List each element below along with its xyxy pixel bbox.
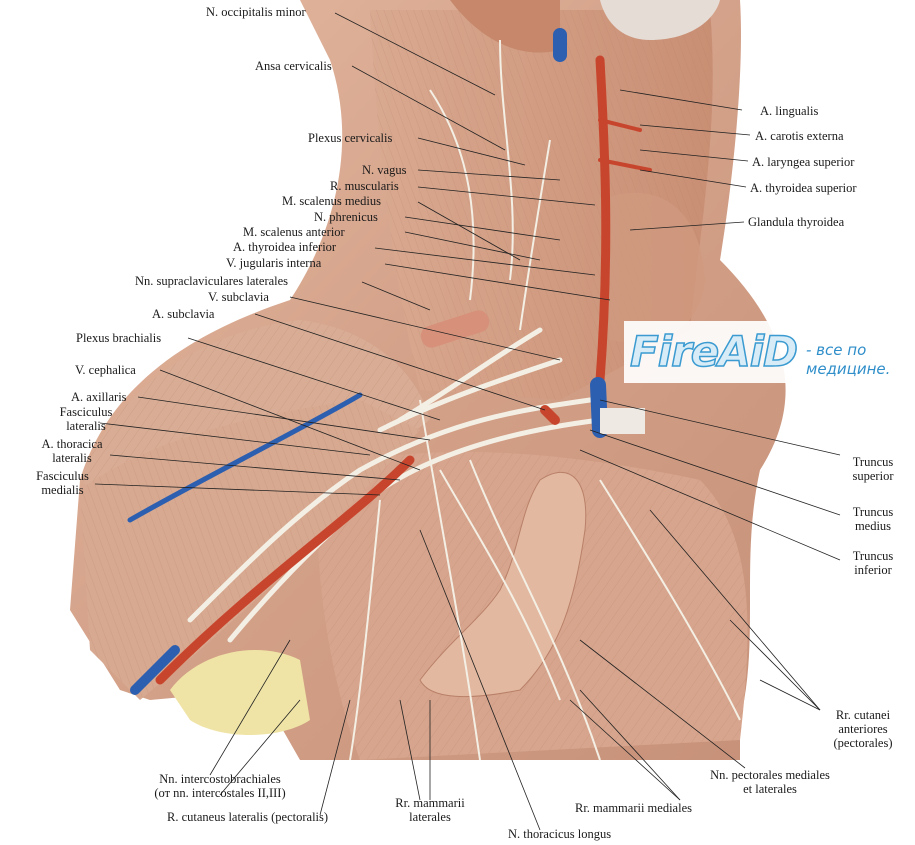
label-n-phrenicus: N. phrenicus (314, 210, 378, 224)
label-rr-mammarii-laterales: Rr. mammarii laterales (380, 796, 480, 824)
label-truncus-inferior-line2: inferior (854, 563, 892, 577)
label-truncus-medius: Truncus medius (838, 505, 908, 533)
label-truncus-inferior: Truncus inferior (838, 549, 908, 577)
label-a-axillaris: A. axillaris (71, 390, 127, 404)
label-fasciculus-lateralis-line2: lateralis (66, 419, 106, 433)
watermark-tagline-line1: - все по (806, 341, 867, 359)
label-a-thoracica-lateralis: A. thoracica lateralis (22, 437, 122, 465)
clavicle-cut (600, 408, 645, 434)
veins (127, 28, 608, 695)
cervical-nerves (349, 39, 741, 761)
label-plexus-brachialis: Plexus brachialis (76, 331, 162, 345)
label-nn-intercostobrachiales-line1: Nn. intercostobrachiales (159, 772, 281, 786)
label-m-scalenus-anterior: M. scalenus anterior (243, 225, 345, 239)
label-rr-mammarii-mediales: Rr. mammarii mediales (575, 801, 692, 815)
label-fasciculus-medialis: Fasciculus medialis (20, 469, 105, 497)
axillary-fat (170, 650, 310, 735)
label-a-thoracica-line1: A. thoracica (41, 437, 103, 451)
label-fasciculus-medialis-line1: Fasciculus (36, 469, 89, 483)
label-truncus-medius-line1: Truncus (852, 505, 894, 519)
label-r-cutaneus-lateralis: R. cutaneus lateralis (pectoralis) (167, 810, 329, 824)
label-v-jugularis-interna: V. jugularis interna (226, 256, 322, 270)
label-fasciculus-medialis-line2: medialis (41, 483, 84, 497)
arteries (155, 55, 652, 685)
label-ansa-cervicalis: Ansa cervicalis (255, 59, 332, 73)
label-nn-intercostobrachiales: Nn. intercostobrachiales (от nn. interco… (130, 772, 310, 800)
label-rr-cutanei-line3: (pectorales) (833, 736, 893, 750)
label-a-laryngea-superior: A. laryngea superior (752, 155, 855, 169)
label-truncus-superior-line2: superior (852, 469, 894, 483)
watermark-tagline: - все по медицине. (806, 341, 890, 379)
leader-lines (94, 12, 841, 831)
label-r-muscularis: R. muscularis (330, 179, 399, 193)
label-truncus-superior-line1: Truncus (852, 455, 894, 469)
label-glandula-thyroidea: Glandula thyroidea (748, 215, 845, 229)
label-rr-cutanei-line2: anteriores (838, 722, 888, 736)
label-nn-intercostobrachiales-line2: (от nn. intercostales II,III) (154, 786, 286, 800)
label-a-thyroidea-inferior: A. thyroidea inferior (233, 240, 337, 254)
label-a-thoracica-line2: lateralis (52, 451, 92, 465)
omohyoid-cut (420, 310, 490, 348)
label-rr-mammarii-laterales-line2: laterales (409, 810, 451, 824)
label-a-lingualis: A. lingualis (760, 104, 819, 118)
label-truncus-superior: Truncus superior (838, 455, 908, 483)
label-fasciculus-lateralis-line1: Fasciculus (59, 405, 113, 419)
watermark-logo: FireAiD (629, 326, 799, 377)
label-a-thyroidea-superior: A. thyroidea superior (750, 181, 857, 195)
label-rr-mammarii-laterales-line1: Rr. mammarii (395, 796, 465, 810)
mandible-region (450, 0, 560, 53)
label-rr-cutanei-anteriores: Rr. cutanei anteriores (pectorales) (818, 708, 908, 750)
label-n-occipitalis-minor: N. occipitalis minor (206, 5, 306, 19)
label-n-vagus: N. vagus (362, 163, 407, 177)
watermark-tagline-line2: медицине. (806, 360, 891, 378)
label-n-thoracicus-longus: N. thoracicus longus (508, 827, 612, 841)
label-nn-pectorales-line1: Nn. pectorales mediales (710, 768, 830, 782)
thyroid-gland (600, 192, 705, 343)
label-nn-pectorales-line2: et laterales (743, 782, 797, 796)
label-a-carotis-externa: A. carotis externa (755, 129, 844, 143)
label-v-cephalica: V. cephalica (75, 363, 136, 377)
fireaid-watermark: FireAiD - все по медицине. (624, 321, 902, 383)
label-truncus-inferior-line1: Truncus (852, 549, 894, 563)
label-rr-cutanei-line1: Rr. cutanei (835, 708, 891, 722)
label-m-scalenus-medius: M. scalenus medius (282, 194, 381, 208)
label-v-subclavia: V. subclavia (208, 290, 269, 304)
label-a-subclavia: A. subclavia (152, 307, 215, 321)
label-fasciculus-lateralis: Fasciculus lateralis (46, 405, 126, 433)
label-nn-supraclaviculares: Nn. supraclaviculares laterales (135, 274, 289, 288)
label-plexus-cervicalis: Plexus cervicalis (308, 131, 393, 145)
label-truncus-medius-line2: medius (854, 519, 892, 533)
label-nn-pectorales: Nn. pectorales mediales et laterales (690, 768, 850, 796)
